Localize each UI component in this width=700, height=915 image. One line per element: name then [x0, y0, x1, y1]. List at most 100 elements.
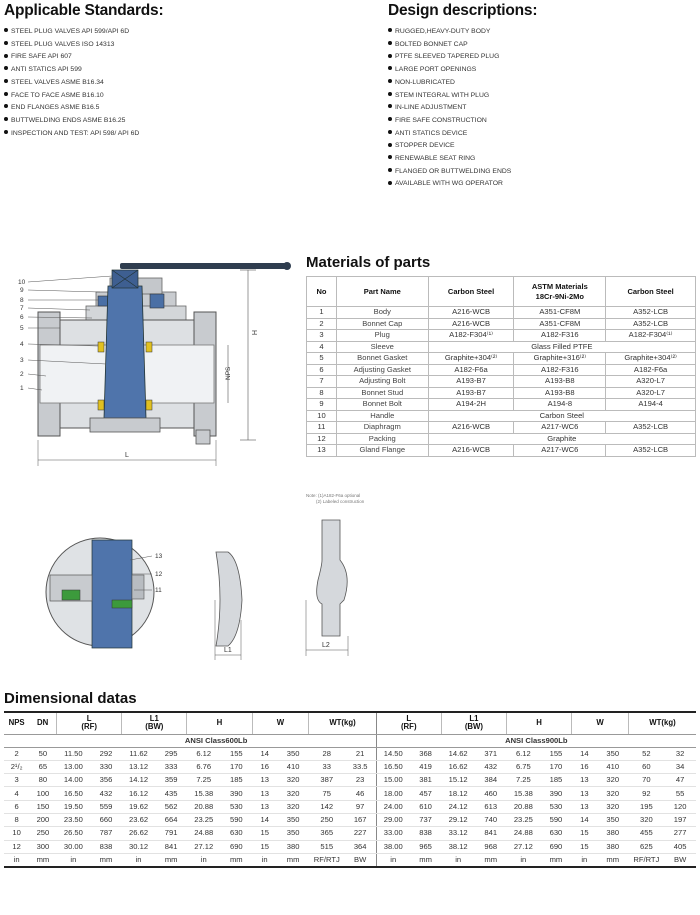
dimension-cell: in [252, 852, 278, 868]
dimension-cell: 350 [596, 747, 629, 761]
dimension-cell: mm [596, 852, 629, 868]
dimension-cell: 457 [409, 786, 442, 801]
dimension-cell: 13 [571, 786, 597, 801]
material-cell: A320-L7 [605, 386, 696, 399]
bullet-icon [4, 40, 8, 45]
class-900-label: ANSI Class900Lb [375, 734, 696, 748]
dimension-cell: 15 [252, 840, 278, 854]
dimension-cell: 47 [664, 773, 696, 788]
callout-7: 7 [20, 305, 24, 312]
materials-note: Note: (1)A182-F6a optional (2) Labeled c… [306, 493, 365, 504]
material-cell: A193-B7 [427, 375, 515, 388]
dimension-cell: 350 [277, 813, 309, 828]
dimension-cell: 664 [155, 813, 187, 828]
bullet-icon [388, 104, 392, 109]
col-carbon-steel-2: Carbon Steel [605, 276, 696, 307]
design-item: NON-LUBRICATED [388, 77, 688, 90]
material-cell: Graphite+304⁽²⁾ [605, 352, 696, 365]
material-cell: 8 [306, 386, 337, 399]
dimension-cell: 19.50 [56, 800, 91, 814]
dimension-cell: 15.38 [506, 786, 541, 801]
dimension-cell: 26.50 [56, 826, 91, 841]
material-cell: A182-F316 [513, 363, 607, 376]
dimension-cell: 24.88 [186, 826, 221, 841]
dimension-cell: 13 [571, 800, 597, 814]
dimension-cell: 295 [155, 747, 187, 761]
material-cell: 5 [306, 352, 337, 365]
dim-l-label: L [125, 452, 129, 459]
dimension-cell: in [56, 852, 91, 868]
design-item: RUGGED,HEAVY-DUTY BODY [388, 26, 688, 39]
design-heading: Design descriptions: [388, 2, 538, 19]
material-cell: 4 [306, 340, 337, 353]
dimension-cell: 52 [628, 747, 665, 761]
dimension-cell: in [121, 852, 156, 868]
standard-item: BUTTWELDING ENDS ASME B16.25 [4, 115, 304, 128]
dimension-cell: 55 [664, 786, 696, 801]
dimension-cell: 23.25 [186, 813, 221, 828]
bullet-icon [388, 129, 392, 134]
hdr-w-900: W [571, 711, 629, 735]
callout-1: 1 [20, 385, 24, 392]
dimension-cell: 33.00 [375, 826, 410, 841]
standard-item: STEEL PLUG VALVES API 599/API 6D [4, 26, 304, 39]
dimension-cell: 6.75 [506, 760, 541, 775]
design-item: AVAILABLE WITH WG OPERATOR [388, 178, 688, 191]
dimension-cell: 13.00 [56, 760, 91, 775]
dimension-cell: 277 [664, 826, 696, 841]
dimension-cell: 6.12 [186, 747, 221, 761]
hdr-nps: NPS [4, 711, 30, 735]
dimension-cell: 590 [540, 813, 572, 828]
dimension-cell: in [4, 852, 30, 868]
dimension-cell: 27.12 [186, 840, 221, 854]
material-cell: 1 [306, 306, 337, 319]
buttweld-end-drawing [214, 551, 243, 660]
material-cell: A320-L7 [605, 375, 696, 388]
dimension-cell: 30.12 [121, 840, 156, 854]
dimension-cell: 170 [220, 760, 253, 775]
material-cell: Plug [335, 329, 429, 342]
material-cell: Adjusting Gasket [335, 363, 429, 376]
dimension-cell: 356 [90, 773, 122, 788]
dimension-cell: 387 [308, 773, 345, 788]
dimension-cell: 6.12 [506, 747, 541, 761]
material-cell: A216-WCB [427, 444, 515, 457]
hdr-wt-600: WT(kg) [308, 711, 377, 735]
bullet-icon [388, 40, 392, 45]
design-item: LARGE PORT OPENINGS [388, 64, 688, 77]
dimension-cell: 200 [29, 813, 57, 828]
dimension-cell: 167 [344, 813, 377, 828]
dimension-cell: 419 [409, 760, 442, 775]
dimension-cell: 33.12 [441, 826, 475, 841]
dimension-cell: 841 [155, 840, 187, 854]
material-cell: Glass Filled PTFE [427, 340, 697, 353]
dimension-cell: 410 [277, 760, 309, 775]
hdr-l-600: L(RF) [56, 711, 122, 735]
dimension-cell: 65 [29, 760, 57, 775]
dimension-cell: 333 [155, 760, 187, 775]
dimension-cell: 7.25 [506, 773, 541, 788]
material-cell: Bonnet Bolt [335, 398, 429, 411]
dimension-cell: 250 [308, 813, 345, 828]
dimension-cell: 613 [474, 800, 507, 814]
material-cell: Sleeve [335, 340, 429, 353]
material-cell: Bonnet Cap [335, 317, 429, 330]
dimension-cell: 381 [409, 773, 442, 788]
dimension-cell: 24.12 [441, 800, 475, 814]
dimension-cell: 29.12 [441, 813, 475, 828]
callout-9: 9 [20, 287, 24, 294]
bullet-icon [388, 79, 392, 84]
dimension-cell: 170 [540, 760, 572, 775]
dimension-cell: 92 [628, 786, 665, 801]
material-cell: 9 [306, 398, 337, 411]
dimension-cell: 23.62 [121, 813, 156, 828]
material-cell: A194-2H [427, 398, 515, 411]
